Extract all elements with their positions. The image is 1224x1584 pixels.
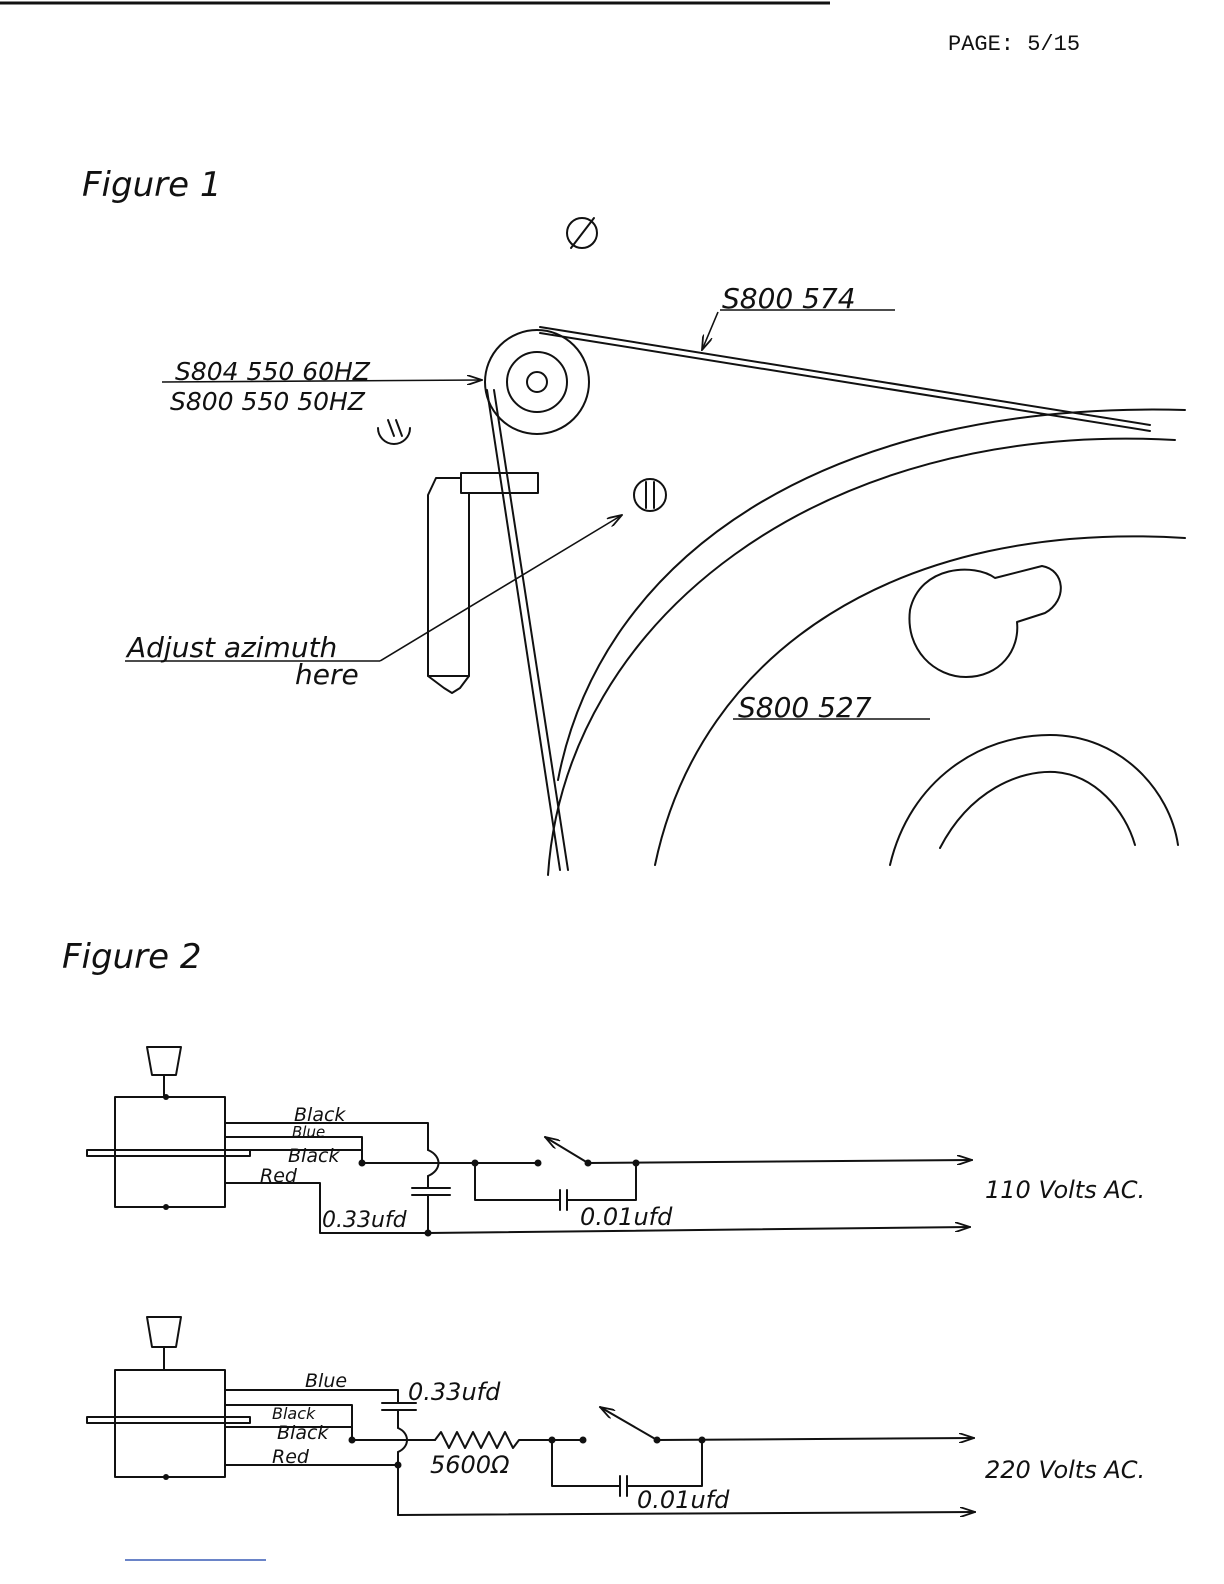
cap-220-033-label: 0.33ufd (408, 1378, 501, 1406)
wire-110-black-2: Black (288, 1145, 340, 1167)
page-number: PAGE: 5/15 (948, 32, 1080, 57)
motor-pulley (485, 330, 589, 434)
wire-220-black-1: Black (272, 1404, 316, 1423)
circuit-110v: Black Blue Black Red 0.33ufd 0.01ufd 110… (87, 1047, 1145, 1237)
wire-110-red: Red (260, 1165, 298, 1187)
azimuth-screw-icon (634, 479, 666, 511)
cap-220-001-label: 0.01ufd (637, 1486, 730, 1514)
adjust-azimuth-here-label: here (295, 658, 359, 691)
figure-1-title: Figure 1 (82, 165, 221, 205)
head-bracket (428, 473, 538, 693)
keyhole-cutout (909, 566, 1060, 677)
wire-220-red: Red (272, 1446, 310, 1468)
cap-110-001-label: 0.01ufd (580, 1203, 673, 1231)
wire-110-blue: Blue (292, 1123, 325, 1141)
wire-220-blue: Blue (305, 1370, 347, 1392)
drive-belt (487, 327, 1150, 870)
resistor-220-label: 5600Ω (430, 1451, 510, 1479)
pulley-label-50hz: S800 550 50HZ (170, 387, 366, 416)
wire-220-black-2: Black (277, 1422, 329, 1444)
supply-110-label: 110 Volts AC. (985, 1176, 1145, 1204)
circuit-220v: Blue Black Black Red 0.33ufd 5600Ω 0.01u… (87, 1317, 1145, 1515)
pulley-screw-icon (378, 420, 410, 444)
supply-220-label: 220 Volts AC. (985, 1456, 1145, 1484)
figure-2-title: Figure 2 (62, 937, 201, 977)
cap-110-033-label: 0.33ufd (322, 1208, 408, 1233)
top-screw-icon (567, 218, 597, 248)
